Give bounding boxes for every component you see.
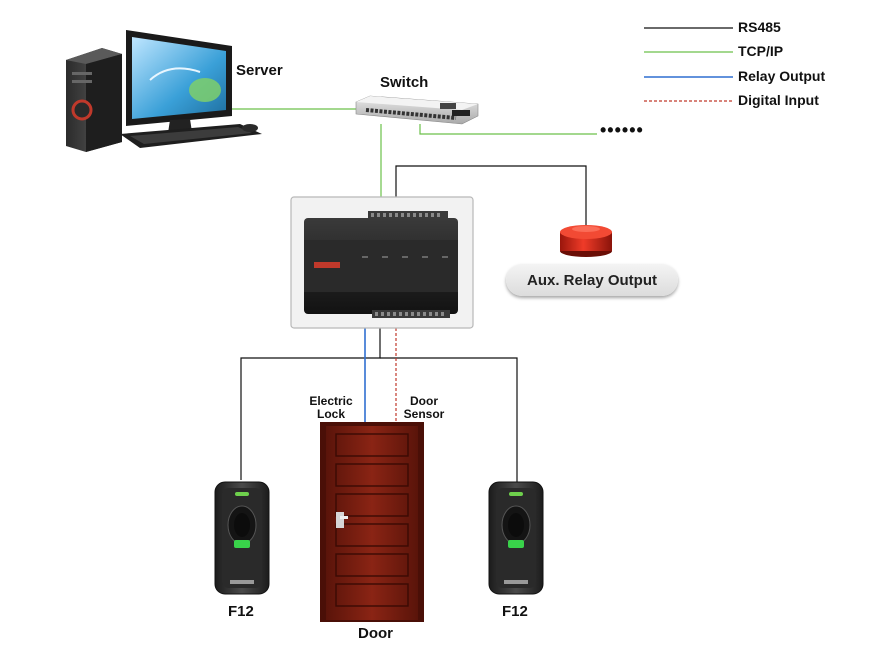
tcpip-switch-more [419, 124, 597, 135]
reader-right-label: F12 [502, 603, 528, 620]
more-connections-indicator: •••••• [600, 120, 644, 140]
electric-lock-label-line1: Electric [309, 394, 353, 408]
rs485-right-reader [380, 357, 518, 482]
server-label: Server [236, 62, 283, 79]
reader-right-device [488, 481, 544, 595]
rs485-left-reader [240, 328, 381, 480]
legend-label-digital: Digital Input [738, 92, 819, 108]
switch-ports [452, 110, 470, 116]
reader-left-label: F12 [228, 603, 254, 620]
server-computer [66, 30, 262, 152]
electric-lock-label-line2: Lock [316, 407, 345, 421]
reader-left-device [214, 481, 270, 595]
pc-monitor [126, 30, 232, 133]
aux-relay-label: Aux. Relay Output [506, 264, 678, 296]
switch-label: Switch [380, 74, 429, 91]
legend [644, 27, 733, 102]
wire-controller-aux [395, 165, 587, 226]
legend-label-relay: Relay Output [738, 68, 826, 84]
pc-tower [66, 48, 122, 152]
electric-lock-label: Electric Lock [306, 395, 356, 421]
door-sensor-label-line2: Sensor [403, 407, 445, 421]
door-sensor-label-line1: Door [410, 394, 438, 408]
legend-label-tcpip: TCP/IP [738, 43, 784, 59]
controller-panel [290, 196, 474, 329]
door-label: Door [358, 625, 393, 642]
door-sensor-label: Door Sensor [399, 395, 449, 421]
network-switch [355, 95, 479, 125]
connections [232, 108, 597, 482]
legend-label-rs485: RS485 [738, 19, 781, 35]
alarm-siren [560, 225, 612, 257]
pc-keyboard [120, 124, 262, 148]
door-graphic [320, 422, 424, 622]
